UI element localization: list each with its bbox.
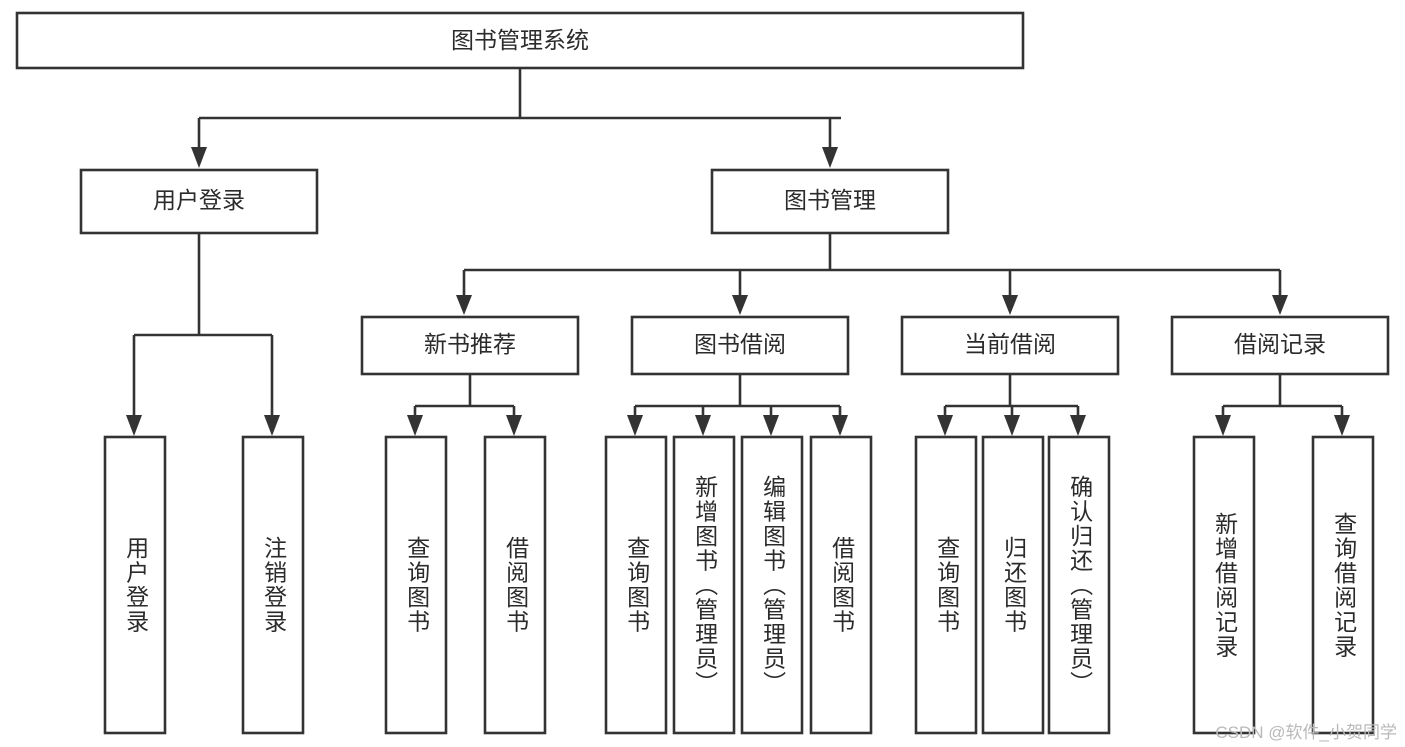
leaf-label-book-borrow-2: 编辑图书（管理员） <box>759 474 786 696</box>
arrow-borrow-record-leaf-1 <box>1215 415 1231 436</box>
arrow-new-book-leaf-1 <box>407 415 423 436</box>
leaf-box-borrow-record-1[interactable] <box>1311 435 1375 735</box>
leaf-box-current-borrow-1[interactable] <box>981 435 1045 735</box>
arrow-to-book-borrow <box>732 295 748 315</box>
arrow-user-login-leaf-1 <box>126 415 142 436</box>
leaf-label-borrow-record-0: 新增借阅记录 <box>1211 511 1238 659</box>
leaf-box-book-borrow-1[interactable] <box>672 435 736 735</box>
arrow-to-borrow-record <box>1272 295 1288 315</box>
leaf-box-book-borrow-2[interactable] <box>740 435 804 735</box>
horizontal-label-layer: 图书管理系统 用户登录 图书管理 新书推荐 图书借阅 当前借阅 借阅记录 <box>153 27 1326 357</box>
arrow-current-borrow-leaf-2 <box>1004 415 1020 436</box>
node-book-borrow-label: 图书借阅 <box>694 331 786 357</box>
arrow-current-borrow-leaf-1 <box>937 415 953 436</box>
leaf-box-user-login-1[interactable] <box>241 435 305 735</box>
leaf-box-current-borrow-0[interactable] <box>914 435 978 735</box>
arrow-borrow-record-leaf-2 <box>1334 415 1350 436</box>
node-book-manage[interactable] <box>710 168 950 235</box>
leaf-box-book-borrow-3[interactable] <box>809 435 873 735</box>
leaf-label-book-borrow-0: 查询图书 <box>623 536 650 634</box>
leaf-box-user-login-0[interactable] <box>103 435 167 735</box>
connector-layer <box>126 68 1350 436</box>
leaf-box-book-borrow-0[interactable] <box>604 435 668 735</box>
leaf-label-new-book-0: 查询图书 <box>403 536 430 634</box>
arrow-root-to-book-manage <box>822 147 838 168</box>
node-borrow-record-label: 借阅记录 <box>1234 331 1326 357</box>
node-borrow-record[interactable] <box>1170 315 1390 376</box>
node-current-borrow-label: 当前借阅 <box>964 331 1056 357</box>
arrow-user-login-leaf-2 <box>264 415 280 436</box>
leaf-box-current-borrow-2[interactable] <box>1047 435 1111 735</box>
arrow-book-borrow-leaf-2 <box>695 415 711 436</box>
leaf-box-new-book-1[interactable] <box>483 435 547 735</box>
leaf-label-new-book-1: 借阅图书 <box>502 536 529 634</box>
node-user-login[interactable] <box>79 168 319 235</box>
leaf-label-book-borrow-1: 新增图书（管理员） <box>691 474 718 696</box>
leaf-label-user-login-0: 用户登录 <box>122 536 149 634</box>
leaf-label-user-login-1: 注销登录 <box>260 536 287 634</box>
arrow-to-current-borrow <box>1002 295 1018 315</box>
leaf-label-current-borrow-1: 归还图书 <box>1000 536 1027 634</box>
node-root[interactable] <box>15 11 1025 70</box>
arrow-book-borrow-leaf-1 <box>627 415 643 436</box>
node-box-layer <box>15 11 1390 735</box>
arrow-new-book-leaf-2 <box>506 415 522 436</box>
arrow-book-borrow-leaf-3 <box>763 415 779 436</box>
arrow-to-new-book-recommend <box>456 295 472 315</box>
node-book-borrow[interactable] <box>630 315 850 376</box>
node-new-book-recommend-label: 新书推荐 <box>424 331 516 357</box>
arrow-root-to-user-login <box>191 147 207 168</box>
arrow-current-borrow-leaf-3 <box>1070 415 1086 436</box>
node-user-login-label: 用户登录 <box>153 187 245 213</box>
node-book-manage-label: 图书管理 <box>784 187 876 213</box>
leaf-label-current-borrow-0: 查询图书 <box>933 536 960 634</box>
arrow-book-borrow-leaf-4 <box>832 415 848 436</box>
watermark-text: CSDN @软件_小贺同学 <box>1215 723 1397 742</box>
leaf-label-borrow-record-1: 查询借阅记录 <box>1330 511 1357 659</box>
leaf-box-new-book-0[interactable] <box>384 435 448 735</box>
leaf-label-book-borrow-3: 借阅图书 <box>828 536 855 634</box>
node-current-borrow[interactable] <box>900 315 1120 376</box>
node-root-label: 图书管理系统 <box>451 27 589 53</box>
leaf-box-borrow-record-0[interactable] <box>1192 435 1256 735</box>
leaf-label-current-borrow-2: 确认归还（管理员） <box>1066 474 1093 696</box>
node-new-book-recommend[interactable] <box>360 315 580 376</box>
